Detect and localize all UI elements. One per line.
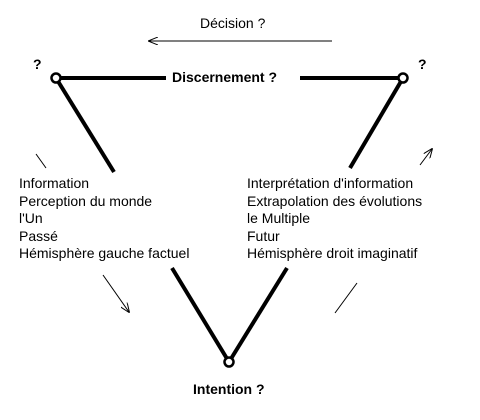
left-list: Information Perception du monde l'Un Pas… [19, 175, 189, 263]
right-list-item: Hémisphère droit imaginatif [247, 245, 418, 262]
right-list: Interprétation d'information Extrapolati… [247, 175, 422, 263]
right-edge-lower [227, 266, 289, 364]
right-edge-upper [348, 76, 405, 170]
left-upper-tick [35, 153, 47, 169]
right-list-item: le Multiple [247, 210, 311, 227]
left-list-item: Hémisphère gauche factuel [19, 245, 190, 262]
left-list-item: Information [19, 175, 90, 191]
left-edge-lower [170, 266, 231, 364]
intention-label: Intention ? [193, 381, 265, 397]
left-edge-upper [54, 76, 116, 174]
decision-label: Décision ? [200, 15, 266, 31]
discernement-label: Discernement ? [172, 69, 278, 85]
node-bottom [223, 356, 235, 368]
right-list-item: Extrapolation des évolutions [247, 192, 423, 209]
right-upper-arrow [419, 149, 432, 166]
right-corner-mark: ? [418, 56, 427, 72]
left-corner-mark: ? [33, 56, 42, 72]
node-top-right [397, 72, 409, 84]
left-list-item: l'Un [19, 210, 43, 227]
right-list-item: Interprétation d'information [247, 175, 414, 191]
right-lower-tick [334, 282, 358, 314]
left-list-item: Passé [19, 227, 58, 244]
left-lower-arrow [102, 274, 129, 312]
right-list-item: Futur [247, 227, 280, 244]
left-list-item: Perception du monde [19, 192, 153, 209]
node-top-left [50, 72, 62, 84]
